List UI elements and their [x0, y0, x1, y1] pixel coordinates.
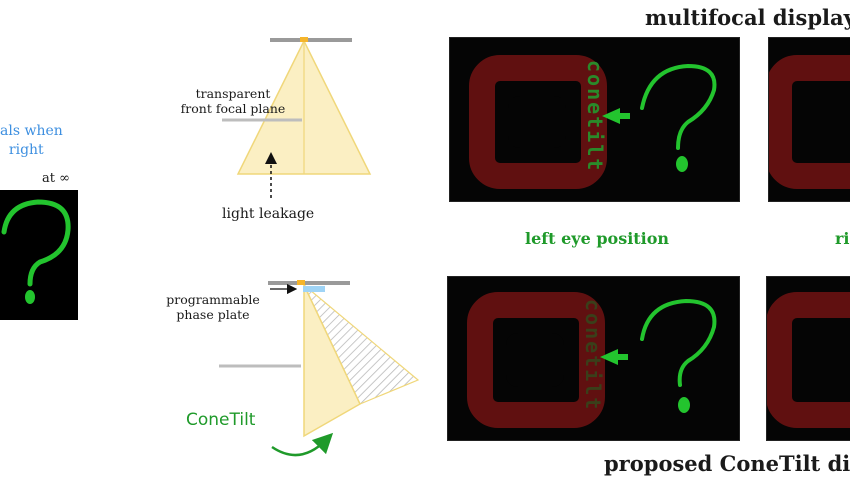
bottom-source-point — [297, 280, 305, 285]
top-light-cone — [236, 39, 372, 175]
question-mark-image — [1, 199, 71, 304]
header-conetilt: proposed ConeTilt dis — [604, 451, 850, 476]
header-multifocal: multifocal display — [645, 5, 850, 30]
infinity-label: at ∞ — [42, 171, 70, 186]
left-caption: als when right — [0, 123, 63, 158]
phase-plate — [303, 286, 325, 292]
conetilt-label: ConeTilt — [186, 410, 256, 430]
transparent-plane-label: transparent front focal plane — [180, 86, 286, 116]
tilt-rotation-arrow — [271, 432, 334, 457]
bottom-left-display-photo: conetilt — [447, 276, 740, 441]
top-source-point — [300, 37, 308, 42]
phase-plate-label: programmable phase plate — [166, 292, 260, 322]
left-eye-label: left eye position — [525, 229, 670, 248]
faded-vertical-text: conetilt — [581, 299, 605, 411]
left-display-panel — [0, 190, 78, 320]
top-right-display-photo — [768, 37, 850, 202]
optics-diagram — [219, 37, 420, 457]
light-leakage-label: light leakage — [222, 206, 315, 222]
bottom-light-cone — [303, 284, 420, 438]
right-eye-label: ri — [835, 229, 850, 248]
top-left-display-photo: conetilt — [449, 37, 740, 202]
bottom-right-display-photo — [766, 276, 850, 441]
